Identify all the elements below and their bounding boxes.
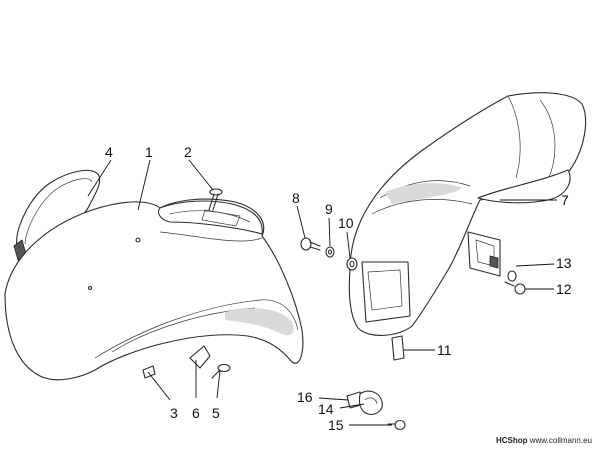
callout-2: 2: [184, 144, 192, 160]
part-7-rear-mudguard: [348, 92, 587, 361]
part-14-clamp: [358, 390, 383, 415]
callout-16: 16: [297, 389, 313, 405]
callout-7: 7: [561, 192, 569, 208]
callout-11: 11: [437, 342, 452, 358]
part-3-clip: [142, 365, 156, 379]
callout-13: 13: [556, 255, 572, 271]
callout-10: 10: [338, 215, 354, 231]
watermark: HCShop www.collmann.eu: [496, 436, 592, 445]
callout-9: 9: [325, 201, 333, 217]
part-10-nut: [346, 257, 358, 271]
callout-8: 8: [292, 190, 300, 206]
callout-5: 5: [212, 405, 220, 421]
leader-lines: [87, 159, 557, 426]
part-13-washer: [507, 270, 517, 282]
part-9-washer: [325, 246, 335, 258]
part-8-bolt: [300, 237, 321, 251]
part-1-front-fender: [4, 198, 304, 381]
part-12-screw: [504, 281, 526, 295]
callout-4: 4: [105, 144, 113, 160]
part-6-washer: [189, 345, 211, 369]
callout-labels: 4 1 2 3 6 5 7 8 9 10 11 12 13 14 15 16: [105, 144, 572, 433]
callout-15: 15: [328, 417, 344, 433]
part-5-screw: [211, 363, 231, 379]
callout-14: 14: [318, 401, 334, 417]
callout-12: 12: [556, 281, 572, 297]
part-15-screw: [387, 419, 406, 431]
watermark-url: www.collmann.eu: [529, 436, 592, 445]
callout-6: 6: [192, 405, 200, 421]
callout-1: 1: [145, 144, 153, 160]
watermark-brand: HCShop: [495, 436, 528, 445]
callout-3: 3: [170, 405, 178, 421]
part-2-screw: [208, 188, 223, 211]
